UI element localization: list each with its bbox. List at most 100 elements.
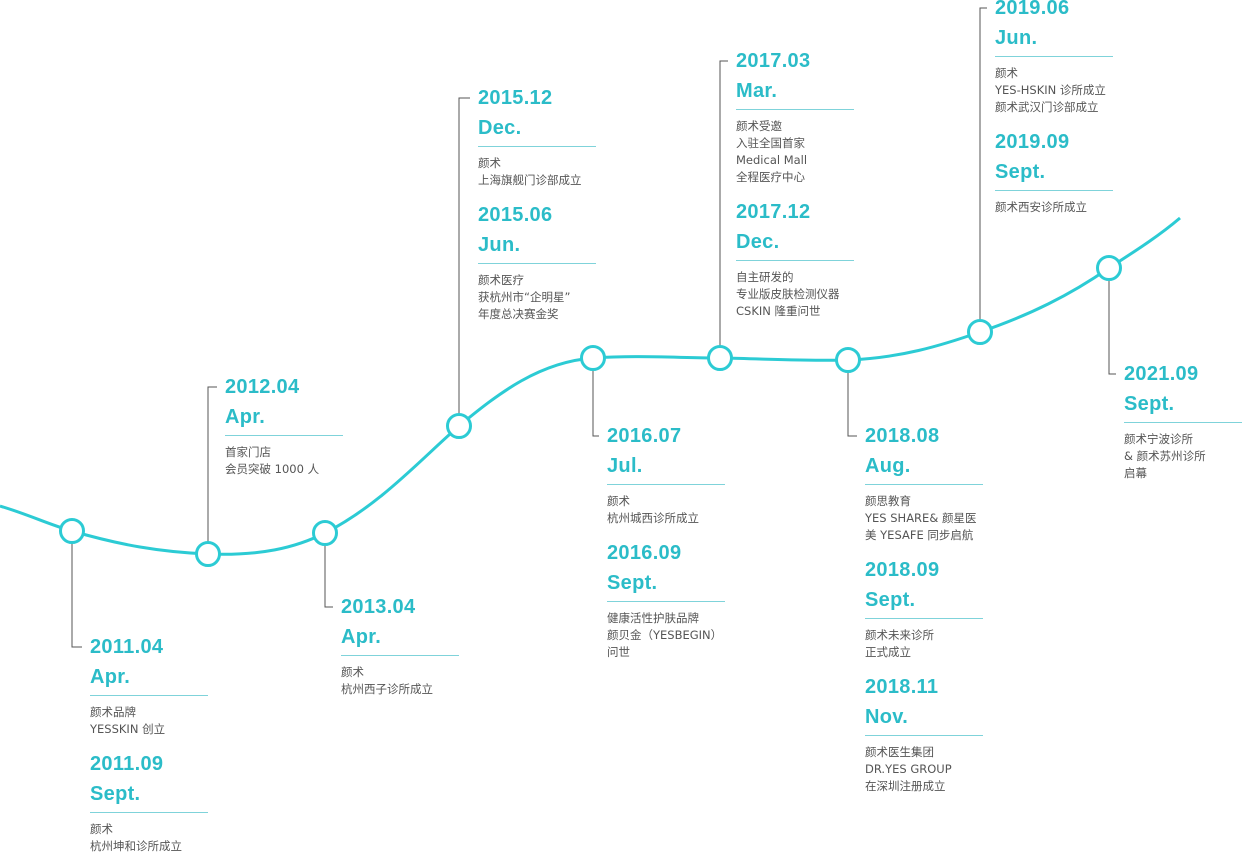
description-line: YESSKIN 创立 <box>90 722 166 736</box>
connector-line <box>71 543 82 648</box>
description-line: 颜贝金（YESBEGIN） <box>607 628 723 642</box>
milestone-date: 2019.06 <box>995 0 1070 19</box>
milestone-date: 2016.07 <box>607 425 682 447</box>
timeline-node <box>312 520 338 546</box>
milestone-month: Sept. <box>90 783 141 805</box>
description-line: 启幕 <box>1124 466 1147 480</box>
description-line: 问世 <box>607 645 630 659</box>
milestone-month: Apr. <box>341 626 382 648</box>
divider <box>865 735 983 736</box>
milestone-description: 颜术杭州城西诊所成立 <box>607 493 725 527</box>
description-line: 颜思教育 <box>865 494 911 508</box>
divider <box>90 812 208 813</box>
timeline-node <box>707 345 733 371</box>
divider <box>478 146 596 147</box>
timeline-node <box>59 518 85 544</box>
timeline-node <box>446 413 472 439</box>
description-line: 颜术 <box>607 494 630 508</box>
description-line: Medical Mall <box>736 153 808 167</box>
connector-line <box>207 386 217 542</box>
description-line: 美 YESAFE 同步启航 <box>865 528 974 542</box>
milestone-month: Apr. <box>225 406 266 428</box>
milestone-date: 2011.09 <box>90 753 164 775</box>
milestone-month: Sept. <box>1124 393 1175 415</box>
milestone-date: 2016.09 <box>607 542 682 564</box>
divider <box>865 618 983 619</box>
description-line: 入驻全国首家 <box>736 136 805 150</box>
milestone-date: 2017.12 <box>736 201 811 223</box>
milestone-month: Sept. <box>607 572 658 594</box>
connector-line <box>458 97 470 414</box>
milestone-month: Dec. <box>736 231 780 253</box>
description-line: 健康活性护肤品牌 <box>607 611 699 625</box>
description-line: 杭州西子诊所成立 <box>341 682 433 696</box>
milestone-month: Sept. <box>995 161 1046 183</box>
divider <box>478 263 596 264</box>
milestone-date: 2017.03 <box>736 50 811 72</box>
connector-line <box>979 7 987 320</box>
milestone-month: Apr. <box>90 666 131 688</box>
description-line: 会员突破 1000 人 <box>225 462 320 476</box>
milestone-description: 颜术未来诊所正式成立 <box>865 627 983 661</box>
milestone-date: 2018.08 <box>865 425 940 447</box>
description-line: 首家门店 <box>225 445 271 459</box>
milestone-month: Sept. <box>865 589 916 611</box>
milestone-month: Jul. <box>607 455 643 477</box>
milestone-month: Aug. <box>865 455 911 477</box>
milestone-description: 颜术杭州西子诊所成立 <box>341 664 459 698</box>
milestone-month: Jun. <box>995 27 1038 49</box>
description-line: 颜术医疗 <box>478 273 524 287</box>
divider <box>607 484 725 485</box>
description-line: 颜术武汉门诊部成立 <box>995 100 1099 114</box>
divider <box>90 695 208 696</box>
description-line: 颜术 <box>341 665 364 679</box>
timeline-node <box>1096 255 1122 281</box>
milestone-description: 颜术杭州坤和诊所成立 <box>90 821 208 855</box>
divider <box>865 484 983 485</box>
divider <box>341 655 459 656</box>
milestone-date: 2015.06 <box>478 204 553 226</box>
milestone-month: Jun. <box>478 234 521 256</box>
description-line: 颜术未来诊所 <box>865 628 934 642</box>
description-line: 颜术受邀 <box>736 119 782 133</box>
milestone-date: 2013.04 <box>341 596 416 618</box>
milestone-date: 2012.04 <box>225 376 300 398</box>
milestone-description: 健康活性护肤品牌颜贝金（YESBEGIN） 问世 <box>607 610 725 661</box>
description-line: 年度总决赛金奖 <box>478 307 559 321</box>
description-line: 颜术宁波诊所 <box>1124 432 1193 446</box>
milestone-date: 2011.04 <box>90 636 164 658</box>
milestone-date: 2018.11 <box>865 676 939 698</box>
description-line: 自主研发的 <box>736 270 794 284</box>
description-line: 颜术西安诊所成立 <box>995 200 1087 214</box>
divider <box>1124 422 1242 423</box>
milestone-description: 颜术西安诊所成立 <box>995 199 1113 216</box>
divider <box>736 260 854 261</box>
description-line: 杭州城西诊所成立 <box>607 511 699 525</box>
description-line: 颜术 <box>995 66 1018 80</box>
description-line: & 颜术苏州诊所 <box>1124 449 1206 463</box>
milestone-month: Nov. <box>865 706 909 728</box>
